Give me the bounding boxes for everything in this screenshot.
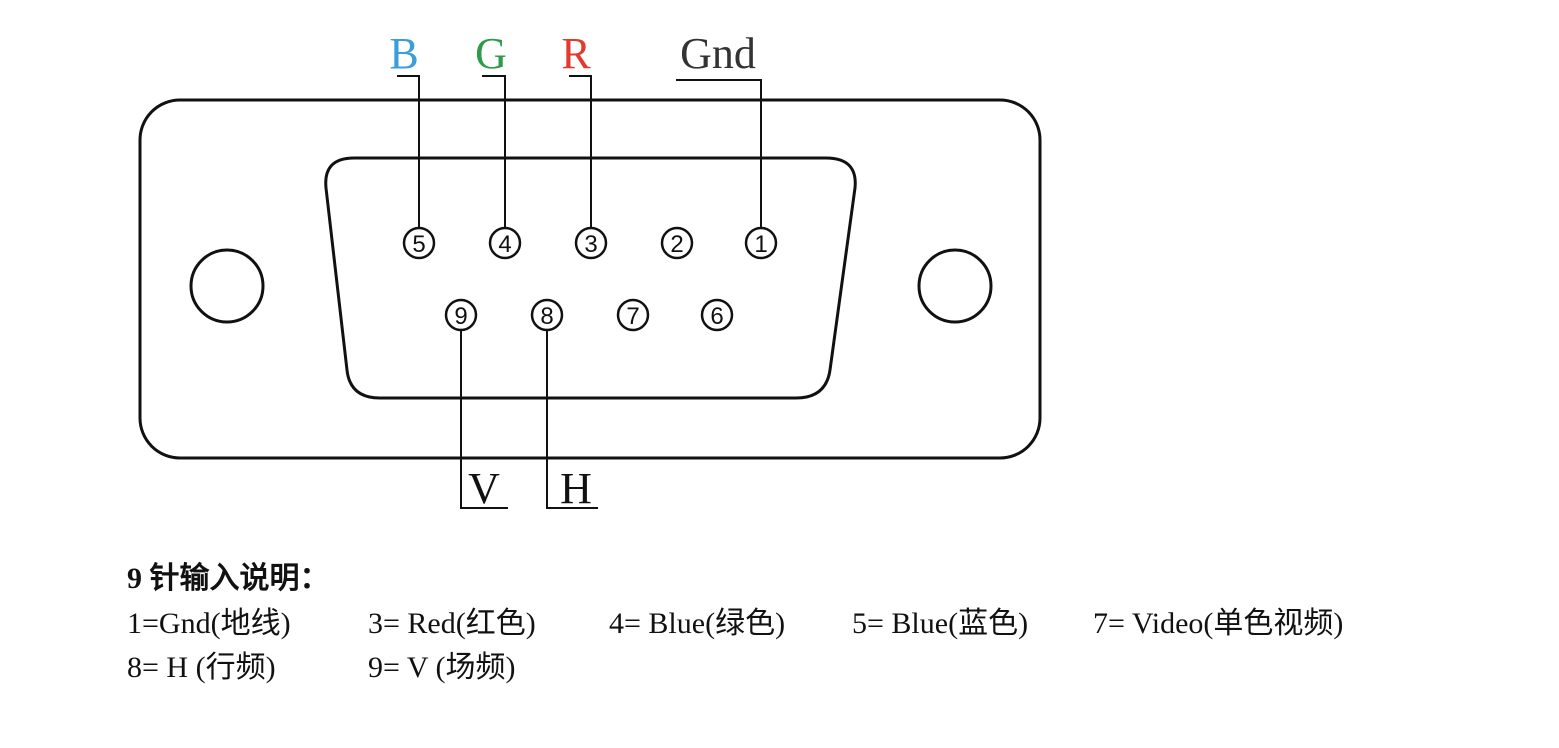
pin-9-circle (444, 298, 478, 332)
pin-9-number: 9 (454, 303, 467, 330)
note-pin-8: 8= H (行频) (127, 651, 276, 684)
pin-6: 6 (700, 298, 734, 332)
notes-row-1: 1=Gnd(地线) 3= Red(红色) 4= Blue(绿色) 5= Blue(蓝色… (127, 602, 1343, 646)
pin-description-notes: 9 针输入说明： 1=Gnd(地线) 3= Red(红色) 4= Blue(绿色) 5… (127, 556, 1343, 690)
note-pin-3: 3= Red(红色) (368, 607, 536, 640)
mounting-hole-right (917, 248, 993, 324)
pin-3: 3 (574, 226, 608, 260)
pin-4: 4 (488, 226, 522, 260)
pin-7-number: 7 (626, 303, 639, 330)
lead-line-g (482, 75, 506, 228)
lead-line-v (460, 330, 508, 509)
lead-line-b (397, 75, 420, 228)
signal-label-h: H (560, 464, 592, 513)
mounting-hole-left (189, 248, 265, 324)
signal-label-g: G (475, 29, 507, 78)
pin-2: 2 (660, 226, 694, 260)
lead-line-h (546, 330, 598, 509)
note-pin-1: 1=Gnd(地线) (127, 607, 291, 640)
pin-2-circle (660, 226, 694, 260)
signal-label-v: V (468, 464, 500, 513)
pin-5-number: 5 (412, 231, 425, 258)
pin-8-circle (530, 298, 564, 332)
pin-4-number: 4 (498, 231, 511, 258)
notes-row-2: 8= H (行频) 9= V (场频) (127, 646, 1343, 690)
pin-1-circle (744, 226, 778, 260)
pin-6-number: 6 (710, 303, 723, 330)
pin-7: 7 (616, 298, 650, 332)
signal-label-r: R (561, 29, 591, 78)
pin-5-circle (402, 226, 436, 260)
pin-9: 9 (444, 298, 478, 332)
pin-2-number: 2 (670, 231, 683, 258)
pin-8-number: 8 (540, 303, 553, 330)
pin-3-number: 3 (584, 231, 597, 258)
pin-5: 5 (402, 226, 436, 260)
pin-8: 8 (530, 298, 564, 332)
connector-d-shell (324, 156, 857, 400)
signal-label-b: B (389, 29, 418, 78)
pin-1-number: 1 (754, 231, 767, 258)
pin-3-circle (574, 226, 608, 260)
pin-7-circle (616, 298, 650, 332)
note-pin-7: 7= Video(单色视频) (1093, 607, 1344, 640)
notes-heading: 9 针输入说明： (127, 562, 330, 595)
note-pin-4: 4= Blue(绿色) (609, 607, 786, 640)
pin-4-circle (488, 226, 522, 260)
signal-label-gnd: Gnd (680, 29, 756, 78)
pin-6-circle (700, 298, 734, 332)
pin-1: 1 (744, 226, 778, 260)
lead-line-gnd (676, 79, 762, 228)
note-pin-9: 9= V (场频) (368, 651, 516, 684)
lead-line-r (569, 75, 592, 228)
note-pin-5: 5= Blue(蓝色) (852, 607, 1029, 640)
